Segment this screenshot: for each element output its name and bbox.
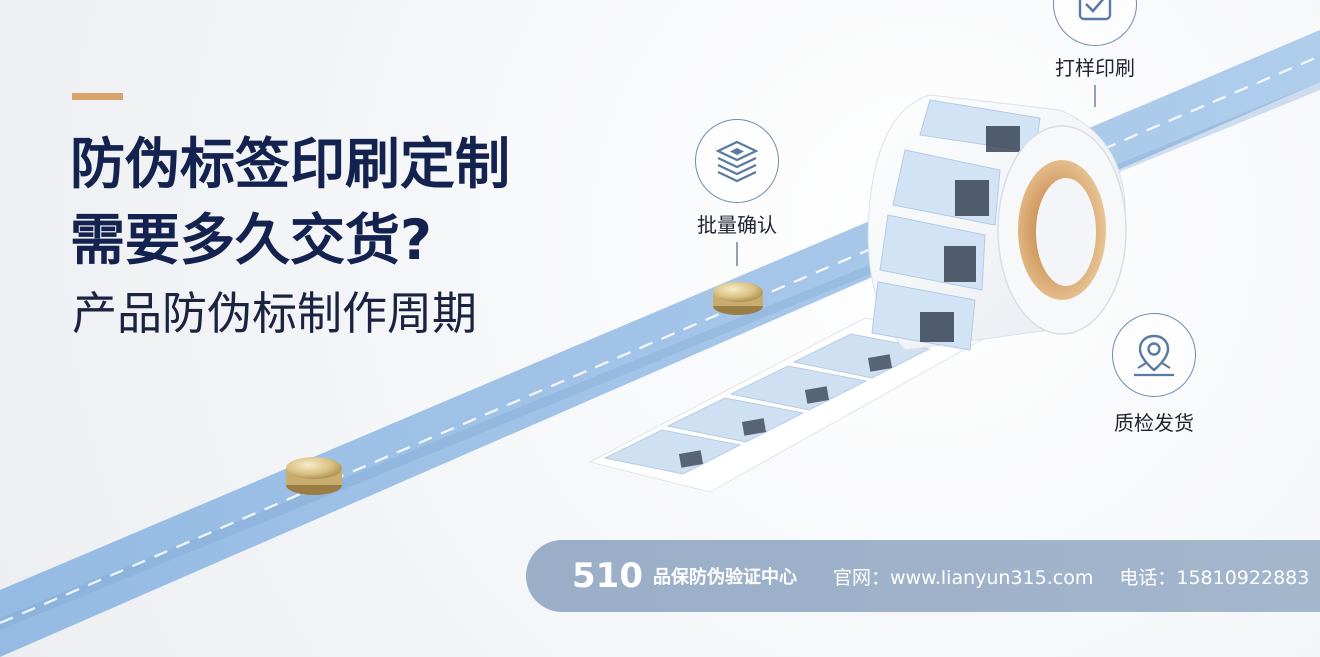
label-roll [867, 94, 1127, 351]
gold-pin-left [286, 457, 342, 495]
step-connector [736, 242, 738, 266]
step-label: 打样印刷 [1055, 56, 1135, 80]
step-circle [695, 119, 779, 203]
step-circle [1112, 313, 1196, 397]
footer-info-bar: 510 品保防伪验证中心 官网：www.lianyun315.com 电话：15… [526, 540, 1320, 612]
step-batch-confirm: 批量确认 [692, 119, 782, 266]
checkbox-icon [1078, 0, 1112, 21]
brand-number: 510 [572, 556, 643, 596]
phone-text[interactable]: 电话：15810922883 [1119, 566, 1310, 589]
step-label: 质检发货 [1114, 411, 1194, 435]
step-connector [1094, 85, 1096, 107]
step-circle [1053, 0, 1137, 46]
headline-line-1: 防伪标签印刷定制 [70, 132, 511, 196]
headline-line-2: 需要多久交货? [70, 208, 432, 272]
layers-icon [715, 140, 759, 183]
location-pin-icon [1134, 334, 1174, 377]
step-label: 批量确认 [697, 213, 777, 237]
subtitle: 产品防伪标制作周期 [72, 287, 478, 340]
accent-bar [72, 93, 123, 100]
gold-pin-middle [713, 282, 763, 315]
step-inspection-shipping: 质检发货 [1104, 313, 1204, 436]
step-sampling: 打样印刷 [1052, 0, 1138, 107]
brand-name: 品保防伪验证中心 [652, 567, 797, 588]
website-text[interactable]: 官网：www.lianyun315.com [832, 566, 1094, 589]
